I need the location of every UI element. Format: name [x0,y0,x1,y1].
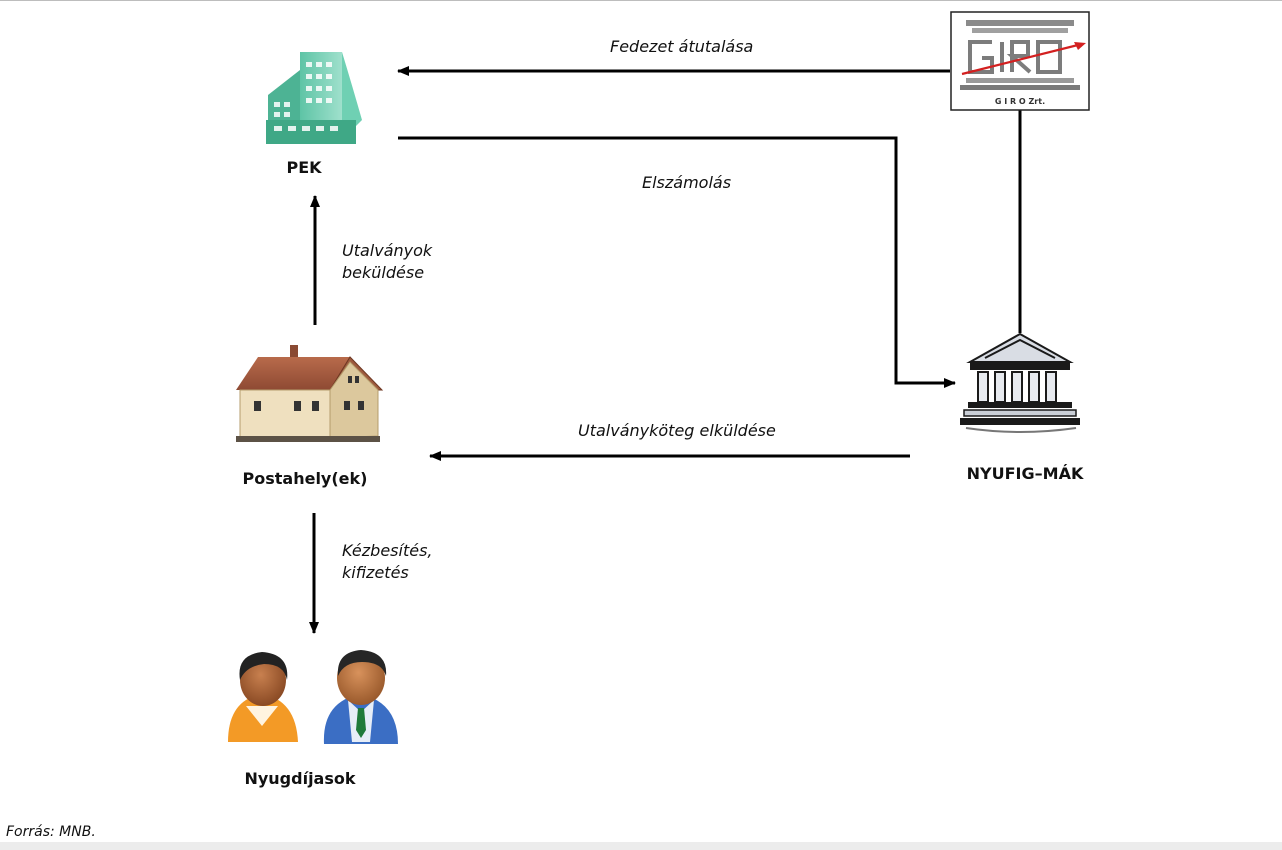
nyufig-mak-label: NYUFIG–MÁK [966,464,1084,483]
utalvanyok-line-2: beküldése [342,263,425,282]
fedezet-label: Fedezet átutalása [610,37,754,56]
giro-caption: G I R O Zrt. [995,97,1045,106]
kezbesites-line-2: kifizetés [342,563,409,582]
red-arrow-line [961,42,1083,76]
arrow-elszamolas [398,136,956,388]
house-icon [236,345,384,442]
koteg-label: Utalványköteg elküldése [578,421,776,440]
postahely-label: Postahely(ek) [242,469,368,488]
kezbesites-line-1: Kézbesítés, [342,541,433,560]
pek-label: PEK [286,158,322,177]
utalvanyok-line-1: Utalványok [342,241,433,260]
pensioners-icon [228,650,398,744]
top-border [0,0,1282,1]
office-building-icon [266,52,362,144]
giro-logo: G I R O Zrt. [950,11,1090,111]
utalvanyok-label: Utalványok beküldése [342,240,432,284]
source-note: Forrás: MNB. [6,824,96,840]
connectors [309,66,1022,634]
footer-band [0,842,1282,850]
nyugdijasok-label: Nyugdíjasok [244,769,356,788]
woman-icon [228,652,298,742]
kezbesites-label: Kézbesítés, kifizetés [342,540,432,584]
elszamolas-label: Elszámolás [642,173,732,192]
man-icon [323,650,398,744]
bank-building-icon [960,332,1080,433]
